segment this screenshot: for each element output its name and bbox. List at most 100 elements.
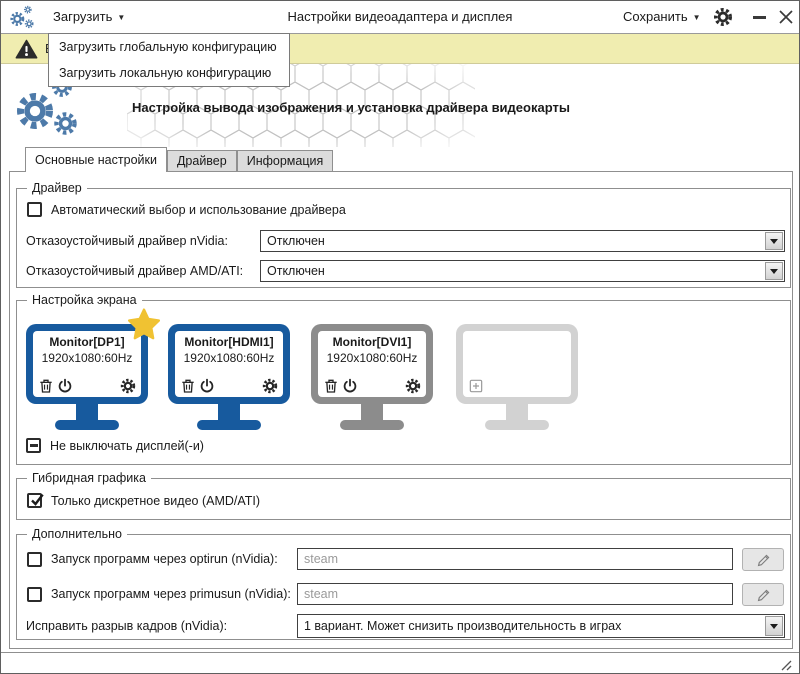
close-button[interactable] [774, 1, 798, 33]
combobox-arrow-button[interactable] [765, 232, 783, 250]
gear-icon[interactable] [262, 378, 278, 394]
primary-star-icon [126, 307, 162, 342]
auto-driver-checkbox-row: Автоматический выбор и использование дра… [27, 202, 346, 217]
discrete-only-label: Только дискретное видео (AMD/ATI) [51, 493, 261, 508]
amd-failsafe-label: Отказоустойчивый драйвер AMD/ATI: [26, 264, 244, 278]
group-additional-legend: Дополнительно [27, 527, 127, 542]
nvidia-failsafe-label: Отказоустойчивый драйвер nVidia: [26, 234, 228, 248]
monitor-frame [456, 324, 578, 404]
tearing-fix-value: 1 вариант. Может снизить производительно… [304, 619, 622, 633]
discrete-only-checkbox[interactable] [27, 493, 42, 508]
trash-icon[interactable] [323, 378, 339, 394]
menu-item-load-local-config[interactable]: Загрузить локальную конфигурацию [59, 66, 272, 80]
window-title: Настройки видеоадаптера и дисплея [287, 9, 513, 24]
auto-driver-checkbox[interactable] [27, 202, 42, 217]
chevron-down-icon: ▼ [117, 13, 126, 22]
group-hybrid-legend: Гибридная графика [27, 471, 151, 486]
keep-display-on-label: Не выключать дисплей(-и) [50, 438, 204, 453]
optirun-command-input[interactable] [297, 548, 733, 570]
chevron-down-icon [770, 239, 778, 244]
optirun-label: Запуск программ через optirun (nVidia): [51, 552, 278, 566]
monitor-card-dvi1[interactable]: Monitor[DVI1] 1920x1080:60Hz [311, 324, 433, 430]
monitor-frame: Monitor[DP1] 1920x1080:60Hz [26, 324, 148, 404]
load-menu-button[interactable]: Загрузить ▼ [53, 1, 125, 33]
primusun-command-input[interactable] [297, 583, 733, 605]
monitor-resolution: 1920x1080:60Hz [326, 351, 418, 365]
monitor-card-add[interactable] [456, 324, 578, 430]
monitor-screen [463, 331, 571, 397]
primusun-edit-button[interactable] [742, 583, 784, 606]
tab-driver[interactable]: Драйвер [166, 150, 237, 171]
save-menu-button[interactable]: Сохранить ▼ [623, 1, 701, 33]
tab-information[interactable]: Информация [236, 150, 334, 171]
monitor-screen: Monitor[HDMI1] 1920x1080:60Hz [175, 331, 283, 397]
menu-item-load-global-config[interactable]: Загрузить глобальную конфигурацию [59, 40, 277, 54]
monitor-card-hdmi1[interactable]: Monitor[HDMI1] 1920x1080:60Hz [168, 324, 290, 430]
monitor-resolution: 1920x1080:60Hz [183, 351, 275, 365]
monitor-screen: Monitor[DP1] 1920x1080:60Hz [33, 331, 141, 397]
auto-driver-label: Автоматический выбор и использование дра… [51, 202, 346, 217]
discrete-only-row: Только дискретное видео (AMD/ATI) [27, 493, 260, 508]
pencil-icon [756, 587, 772, 603]
title-bar: Загрузить ▼ Настройки видеоадаптера и дис… [1, 1, 799, 33]
monitor-base [55, 420, 119, 430]
warning-icon [14, 38, 39, 61]
nvidia-failsafe-value: Отключен [267, 234, 325, 248]
monitor-base [340, 420, 404, 430]
combobox-arrow-button[interactable] [765, 616, 783, 636]
add-display-plus-icon[interactable] [468, 378, 484, 394]
primusun-row: Запуск программ через primusun (nVidia): [27, 583, 291, 605]
optirun-checkbox[interactable] [27, 551, 42, 567]
close-icon [779, 10, 793, 24]
tab-page: Драйвер Автоматический выбор и использов… [9, 171, 793, 649]
combobox-arrow-button[interactable] [765, 262, 783, 280]
monitor-resolution: 1920x1080:60Hz [41, 351, 133, 365]
settings-gear-button[interactable] [713, 7, 733, 27]
monitor-screen: Monitor[DVI1] 1920x1080:60Hz [318, 331, 426, 397]
trash-icon[interactable] [180, 378, 196, 394]
optirun-edit-button[interactable] [742, 548, 784, 571]
app-gears-icon [9, 5, 35, 29]
tearing-fix-combobox[interactable]: 1 вариант. Может снизить производительно… [297, 614, 785, 638]
chevron-down-icon [770, 269, 778, 274]
header-title: Настройка вывода изображения и установка… [132, 100, 570, 115]
monitor-frame: Monitor[HDMI1] 1920x1080:60Hz [168, 324, 290, 404]
chevron-down-icon [770, 624, 778, 629]
gear-icon[interactable] [405, 378, 421, 394]
keep-display-on-checkbox[interactable] [26, 438, 41, 453]
group-hybrid-graphics: Гибридная графика Только дискретное виде… [16, 471, 791, 520]
monitor-frame: Monitor[DVI1] 1920x1080:60Hz [311, 324, 433, 404]
primusun-checkbox[interactable] [27, 586, 42, 602]
monitor-card-dp1[interactable]: Monitor[DP1] 1920x1080:60Hz [26, 324, 148, 430]
minimize-button[interactable] [749, 1, 771, 33]
gear-icon[interactable] [120, 378, 136, 394]
monitor-base [197, 420, 261, 430]
nvidia-failsafe-combobox[interactable]: Отключен [260, 230, 785, 252]
power-icon[interactable] [342, 378, 358, 394]
power-icon[interactable] [199, 378, 215, 394]
chevron-down-icon: ▼ [692, 13, 701, 22]
trash-icon[interactable] [38, 378, 54, 394]
amd-failsafe-combobox[interactable]: Отключен [260, 260, 785, 282]
monitor-base [485, 420, 549, 430]
monitor-stand [506, 404, 528, 420]
group-additional: Дополнительно Запуск программ через opti… [16, 527, 791, 640]
tearing-fix-label: Исправить разрыв кадров (nVidia): [26, 619, 228, 633]
monitor-stand [361, 404, 383, 420]
resize-grip[interactable] [777, 656, 793, 672]
monitor-stand [218, 404, 240, 420]
group-driver-legend: Драйвер [27, 181, 87, 196]
power-icon[interactable] [57, 378, 73, 394]
group-screen-legend: Настройка экрана [27, 293, 142, 308]
monitor-name: Monitor[DVI1] [332, 335, 412, 349]
primusun-label: Запуск программ через primusun (nVidia): [51, 587, 291, 601]
status-bar [1, 652, 799, 673]
load-menu-dropdown: Загрузить глобальную конфигурацию Загруз… [48, 33, 290, 87]
load-menu-label: Загрузить [53, 9, 113, 24]
minimize-icon [753, 16, 766, 19]
monitor-name: Monitor[DP1] [49, 335, 125, 349]
tab-main-settings[interactable]: Основные настройки [25, 147, 167, 172]
amd-failsafe-value: Отключен [267, 264, 325, 278]
save-menu-label: Сохранить [623, 9, 688, 24]
